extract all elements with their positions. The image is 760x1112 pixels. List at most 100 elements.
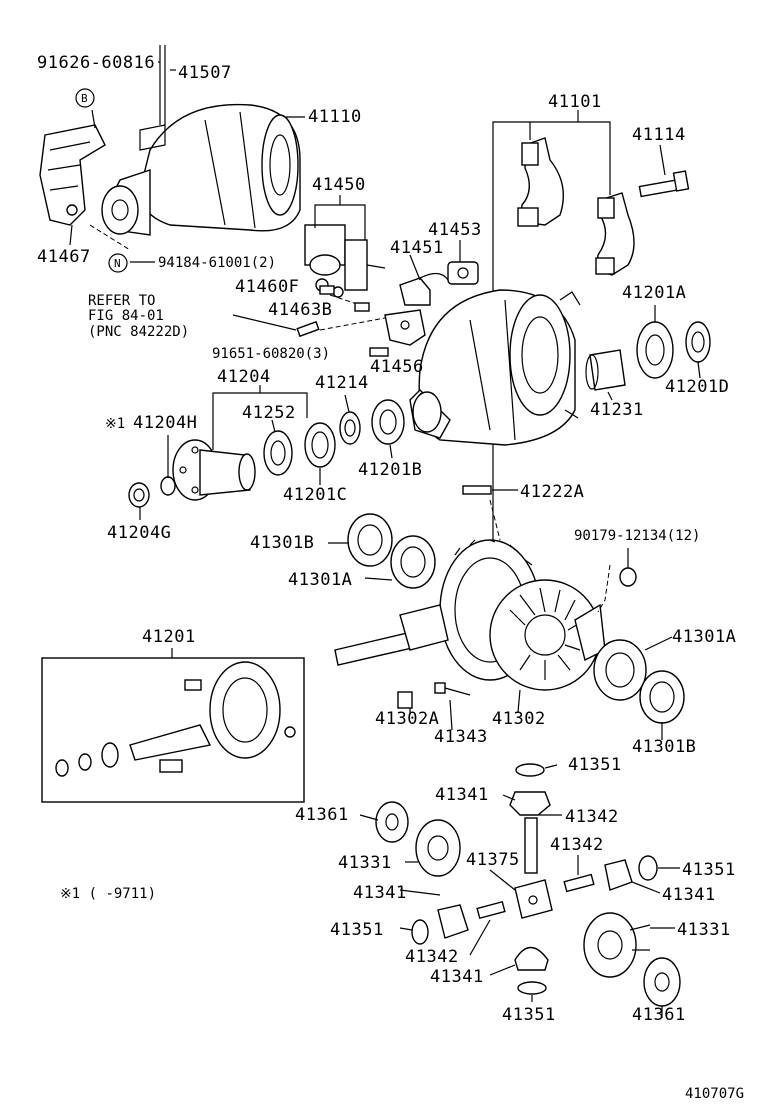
kit-41201-box xyxy=(41,657,305,803)
spacer-41214 xyxy=(339,411,361,445)
washer-41204H xyxy=(160,476,176,496)
label-41341-b: 41341 xyxy=(662,885,716,905)
label-41507: 41507 xyxy=(178,63,232,83)
label-41222A: 41222A xyxy=(520,482,584,502)
shaft-41342-b xyxy=(563,873,595,893)
washer-41351-b xyxy=(638,855,658,881)
label-41201A: 41201A xyxy=(622,283,686,303)
washer-41351-a xyxy=(515,763,545,777)
spacer-41231 xyxy=(585,349,626,391)
label-41450: 41450 xyxy=(312,175,366,195)
label-41110: 41110 xyxy=(308,107,362,127)
bearing-cap-pair xyxy=(517,137,635,276)
companion-flange xyxy=(172,439,256,501)
label-41301A-top: 41301A xyxy=(288,570,352,590)
drive-pinion xyxy=(334,604,449,666)
nut-41204G xyxy=(128,482,150,508)
pinion-41341-d xyxy=(514,946,549,971)
oil-seal-41301B-top xyxy=(347,513,393,567)
bearing-41301A-right xyxy=(593,639,647,701)
marker-b-circle xyxy=(75,88,95,108)
oil-seal-41252 xyxy=(263,430,293,476)
label-91626-60816: 91626-60816 xyxy=(37,53,155,73)
label-41351-b: 41351 xyxy=(682,860,736,880)
label-41331-a: 41331 xyxy=(338,853,392,873)
label-41342-c: 41342 xyxy=(405,947,459,967)
label-41252: 41252 xyxy=(242,403,296,423)
label-90179-12134: 90179-12134(12) xyxy=(574,528,700,544)
bearing-41201A xyxy=(636,321,674,379)
oil-seal-41301B-right xyxy=(639,670,685,724)
refer-line-3: (PNC 84222D) xyxy=(88,324,189,340)
label-41341-d: 41341 xyxy=(430,967,484,987)
shaft-41342-a xyxy=(524,817,538,874)
label-41302: 41302 xyxy=(492,709,546,729)
label-41101: 41101 xyxy=(548,92,602,112)
vacuum-actuator xyxy=(304,224,386,298)
label-91651-60820: 91651-60820(3) xyxy=(212,346,330,362)
label-41456: 41456 xyxy=(370,357,424,377)
label-41301B-right: 41301B xyxy=(632,737,696,757)
footnote-9711: ※1 ( -9711) xyxy=(60,886,156,902)
label-41341-c: 41341 xyxy=(353,883,407,903)
label-41342-a: 41342 xyxy=(565,807,619,827)
label-41201D: 41201D xyxy=(665,377,729,397)
washer-41351-c xyxy=(411,919,429,945)
pinion-41341-c xyxy=(437,904,469,939)
figure-code: 410707G xyxy=(685,1086,744,1102)
label-41460F: 41460F xyxy=(235,277,299,297)
marker-b: B xyxy=(81,92,88,105)
kit-41201-contents xyxy=(55,661,296,777)
bearing-41301A-top xyxy=(390,535,436,589)
pinion-41341-a xyxy=(509,791,551,816)
label-41375: 41375 xyxy=(466,850,520,870)
label-41201C: 41201C xyxy=(283,485,347,505)
label-41361-b: 41361 xyxy=(632,1005,686,1025)
label-41301B-top: 41301B xyxy=(250,533,314,553)
label-41114: 41114 xyxy=(632,125,686,145)
refer-line-2: FIG 84-01 xyxy=(88,308,164,324)
refer-line-1: REFER TO xyxy=(88,293,155,309)
shift-fork xyxy=(399,272,449,306)
bearing-41201C xyxy=(304,422,336,468)
race-41201D xyxy=(685,321,711,363)
mark-1: ※1 xyxy=(105,416,125,432)
label-41453: 41453 xyxy=(428,220,482,240)
cap-bolt xyxy=(638,170,690,198)
label-41204H: 41204H xyxy=(133,413,197,433)
washer-41351-d xyxy=(517,981,547,995)
label-41214: 41214 xyxy=(315,373,369,393)
washer-41361-b xyxy=(643,957,681,1007)
small-bolts xyxy=(296,285,389,357)
differential-carrier xyxy=(409,289,581,446)
shaft-41342-c xyxy=(476,900,506,920)
marker-n: N xyxy=(114,257,121,270)
cover-plate xyxy=(39,124,106,226)
washer-41361-a xyxy=(375,801,409,843)
label-41463B: 41463B xyxy=(268,300,332,320)
label-41351-d: 41351 xyxy=(502,1005,556,1025)
bearing-41201B xyxy=(371,399,405,445)
differential-case xyxy=(489,579,606,691)
label-41302A: 41302A xyxy=(375,709,439,729)
side-gear-41331-b xyxy=(583,912,651,978)
side-gear-41331-a xyxy=(415,819,461,877)
label-41343: 41343 xyxy=(434,727,488,747)
label-41467: 41467 xyxy=(37,247,91,267)
label-94184-61001: 94184-61001(2) xyxy=(158,255,276,271)
screw-90179 xyxy=(619,567,637,587)
label-41301A-right: 41301A xyxy=(672,627,736,647)
label-41451: 41451 xyxy=(390,238,444,258)
label-41361-a: 41361 xyxy=(295,805,349,825)
label-41204G: 41204G xyxy=(107,523,171,543)
pinion-41341-b xyxy=(604,859,633,891)
shift-sleeve xyxy=(447,261,479,285)
label-41201B: 41201B xyxy=(358,460,422,480)
label-41351-a: 41351 xyxy=(568,755,622,775)
label-41351-c: 41351 xyxy=(330,920,384,940)
block-41375 xyxy=(514,879,553,919)
differential-carrier-housing xyxy=(101,45,301,236)
bracket-41456 xyxy=(384,309,426,346)
label-41201: 41201 xyxy=(142,627,196,647)
